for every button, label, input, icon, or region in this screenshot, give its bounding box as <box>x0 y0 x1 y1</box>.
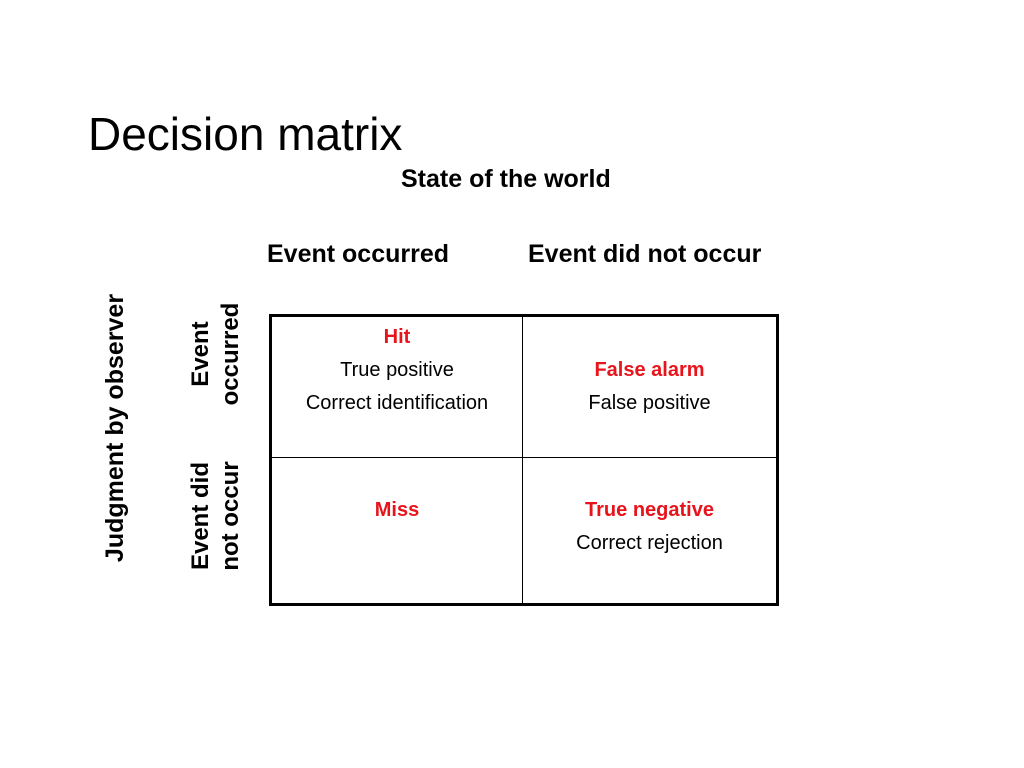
row-header-line: occurred <box>217 302 244 406</box>
cell-synonym: Correct rejection <box>576 532 723 554</box>
cell-term: Hit <box>383 326 411 348</box>
row-header-event-did-not-occur: Event did not occur <box>186 436 246 596</box>
cell-true-negative: True negative Correct rejection <box>522 457 776 603</box>
slide-title: Decision matrix <box>88 108 403 160</box>
cell-term: Miss <box>374 499 420 521</box>
cell-false-alarm: False alarm False positive <box>522 317 776 457</box>
cell-synonym: Correct identification <box>305 392 489 414</box>
decision-matrix-grid: Hit True positive Correct identification… <box>269 314 779 606</box>
cell-term: True negative <box>585 499 714 521</box>
cell-miss: Miss <box>272 457 522 603</box>
row-header-line: not occur <box>217 461 244 571</box>
state-of-world-label: State of the world <box>401 165 611 193</box>
column-header-event-occurred: Event occurred <box>267 240 450 268</box>
cell-synonym: True positive <box>340 359 454 381</box>
cell-synonym: False positive <box>588 392 711 414</box>
row-header-event-occurred: Event occurred <box>186 274 246 434</box>
row-header-line: Event did <box>187 462 214 571</box>
judgment-by-observer-label: Judgment by observer <box>101 293 129 563</box>
cell-hit: Hit True positive Correct identification <box>272 317 522 457</box>
row-header-line: Event <box>187 321 214 387</box>
column-header-event-did-not-occur: Event did not occur <box>528 240 762 268</box>
cell-term: False alarm <box>594 359 705 381</box>
